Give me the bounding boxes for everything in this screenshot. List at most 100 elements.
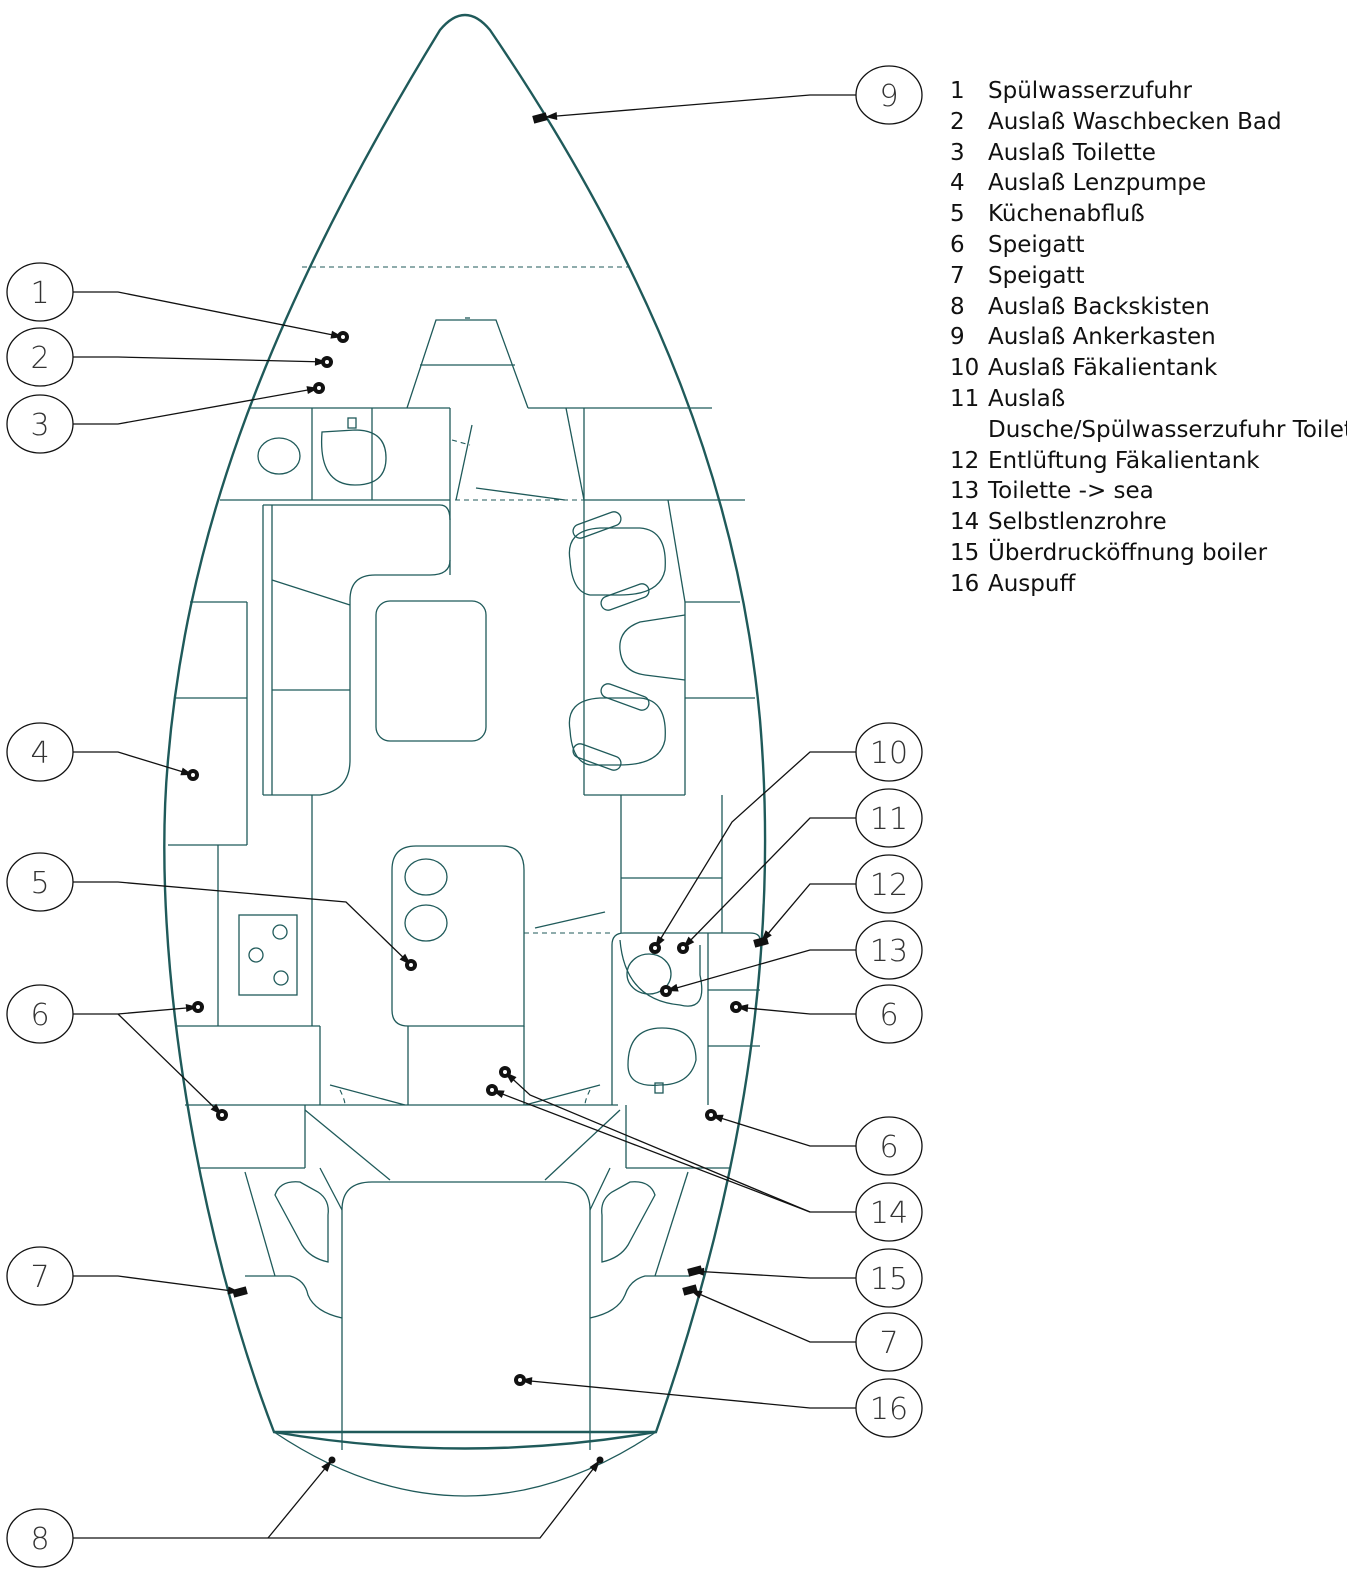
legend-number: 14	[950, 509, 980, 536]
legend-item: Dusche/Spülwasserzufuhr Toilette	[950, 415, 1347, 446]
callout-number: 12	[870, 868, 908, 903]
legend-label: Speigatt	[988, 231, 1085, 258]
leader-line	[689, 1289, 856, 1343]
legend-item: 7 Speigatt	[950, 261, 1347, 292]
legend-item: 12 Entlüftung Fäkalientank	[950, 446, 1347, 477]
leader-line	[73, 356, 328, 363]
interior-layout	[168, 266, 761, 1450]
legend-label: Entlüftung Fäkalientank	[988, 447, 1260, 474]
callout-number: 15	[870, 1262, 908, 1297]
legend-label: Überdrucköffnung boiler	[988, 539, 1268, 566]
callout-number: 7	[879, 1326, 898, 1361]
callout: 1	[6, 262, 349, 343]
leader-line	[504, 1071, 856, 1213]
outlet-marker	[596, 1456, 604, 1464]
callout-number: 6	[879, 998, 898, 1033]
callout-number: 5	[30, 866, 49, 901]
legend-label: Küchenabfluß	[988, 201, 1145, 228]
callout: 14	[486, 1066, 923, 1242]
callout-bubble	[6, 1246, 74, 1306]
callout-bubble	[855, 1248, 923, 1308]
legend-label: Auslaß Fäkalientank	[988, 355, 1218, 382]
leader-line	[73, 387, 320, 425]
leader-line	[73, 291, 344, 338]
leader-line	[117, 1013, 223, 1116]
callout-number: 2	[30, 341, 49, 376]
legend-label: Dusche/Spülwasserzufuhr Toilette	[988, 416, 1347, 443]
callout-bubble	[855, 65, 923, 125]
legend-number: 1	[950, 78, 965, 104]
legend-number: 2	[950, 108, 965, 135]
legend-number: 10	[950, 355, 980, 382]
legend-number: 7	[950, 262, 965, 289]
legend-label: Auslaß Backskisten	[988, 293, 1210, 320]
callout: 13	[660, 920, 923, 997]
leader-line	[519, 1379, 856, 1409]
callout-number: 3	[30, 408, 49, 443]
leader-line	[73, 1275, 241, 1293]
legend-item: 5 Küchenabfluß	[950, 199, 1347, 230]
outlet-marker	[328, 1456, 336, 1464]
callout: 11	[677, 788, 923, 954]
legend-label: Auslaß Toilette	[988, 139, 1156, 166]
legend-item: 16 Auspuff	[950, 569, 1347, 600]
callout-bubble	[6, 327, 74, 387]
callout-bubble	[6, 394, 74, 454]
callout-bubble	[6, 984, 74, 1044]
legend-number: 5	[950, 201, 965, 228]
leader-line	[691, 1270, 856, 1279]
callout: 12	[753, 854, 923, 948]
legend-number: 9	[950, 324, 965, 351]
callout-number: 14	[870, 1196, 908, 1231]
outlet-marker	[232, 1286, 248, 1298]
legend-number: 16	[950, 570, 980, 597]
leader-line	[73, 1459, 601, 1539]
callout: 6	[705, 1109, 923, 1176]
leader-line	[73, 751, 194, 776]
leader-line	[665, 949, 856, 992]
legend-label: Toilette -> sea	[988, 478, 1154, 505]
outlet-marker	[687, 1265, 703, 1277]
callout-bubble	[855, 1182, 923, 1242]
outlet-marker	[753, 936, 769, 948]
leader-line	[735, 1006, 856, 1015]
leader-line	[491, 1089, 811, 1213]
legend-number: 12	[950, 447, 980, 474]
leader-line	[710, 1114, 856, 1147]
legend-number: 4	[950, 170, 965, 197]
callout: 6	[6, 984, 228, 1121]
callout-number: 16	[870, 1392, 908, 1427]
legend-label: Auslaß Ankerkasten	[988, 324, 1216, 351]
legend-item: 2 Auslaß Waschbecken Bad	[950, 107, 1347, 138]
legend-label: Auslaß	[988, 385, 1066, 412]
callout-number: 7	[30, 1260, 49, 1295]
leader-line	[73, 1006, 199, 1015]
callout-bubble	[855, 984, 923, 1044]
outlet-marker	[532, 112, 548, 124]
transom-line	[273, 1430, 657, 1450]
legend-item: 4 Auslaß Lenzpumpe	[950, 168, 1347, 199]
cockpit-well	[341, 1181, 591, 1450]
callout-number: 10	[870, 736, 908, 771]
leader-line	[267, 1459, 333, 1539]
galley-sink-1	[404, 858, 448, 896]
callout-number: 13	[870, 934, 908, 969]
saloon-table	[375, 600, 487, 742]
callout-bubble	[855, 1116, 923, 1176]
legend-label: Auslaß Lenzpumpe	[988, 170, 1207, 197]
legend-label: Speigatt	[988, 262, 1085, 289]
callout-bubble	[855, 920, 923, 980]
callout-bubble	[855, 1312, 923, 1372]
leader-line	[654, 751, 856, 949]
callout: 5	[6, 852, 417, 971]
callout-bubble	[6, 262, 74, 322]
galley-sink-2	[404, 904, 448, 942]
callout-bubble	[855, 854, 923, 914]
legend-label: Auspuff	[988, 570, 1076, 597]
legend-number: 15	[950, 539, 980, 566]
callout-number: 4	[30, 736, 49, 771]
legend-label: Auslaß Waschbecken Bad	[988, 108, 1282, 135]
